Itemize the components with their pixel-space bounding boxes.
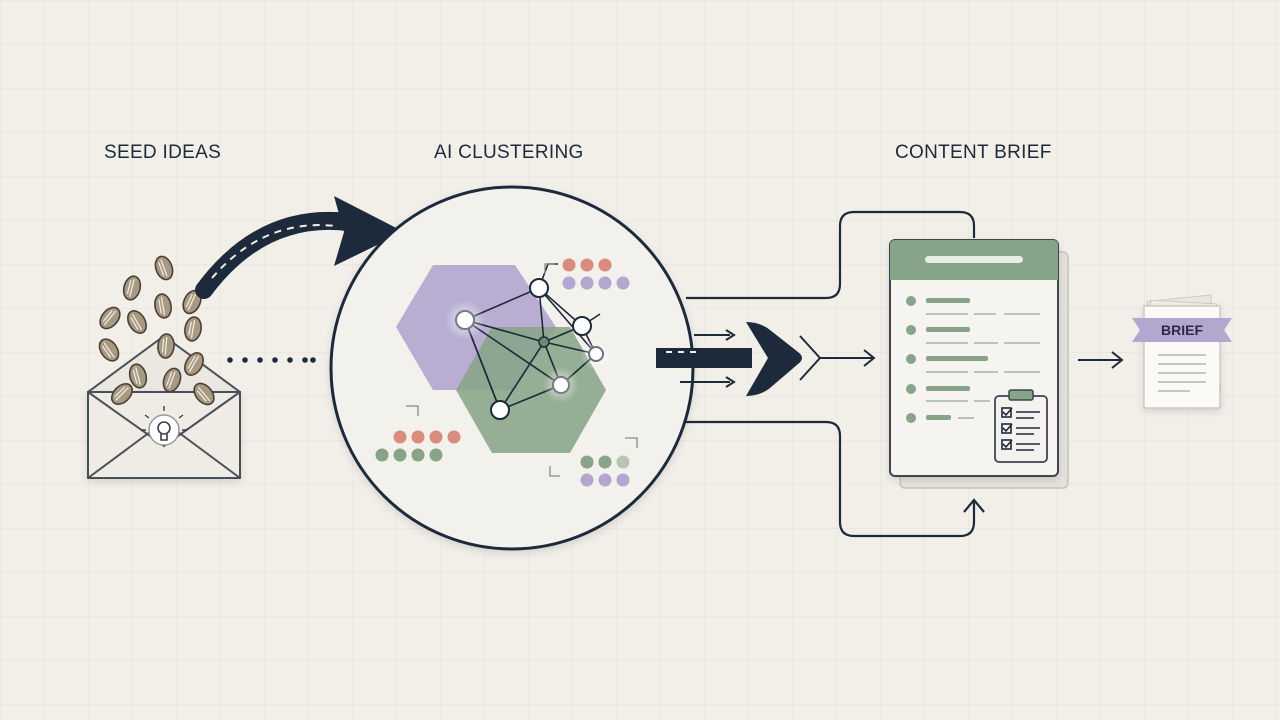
arrow-right-icon — [656, 322, 876, 396]
seed-icon — [122, 275, 142, 301]
checklist-icon — [994, 389, 1048, 463]
brief-document-icon — [1132, 294, 1232, 409]
seed-icon — [111, 383, 133, 405]
network-nodes — [445, 278, 612, 420]
brief-tag: BRIEF — [1161, 322, 1203, 338]
seed-icon — [154, 255, 174, 281]
lightbulb-icon — [141, 406, 187, 446]
dot-group-left — [375, 405, 461, 462]
branch-connector-bottom — [686, 420, 985, 538]
seed-icon — [99, 306, 121, 330]
green-cluster — [456, 327, 606, 453]
output-arrow-icon — [1078, 351, 1124, 369]
dotted-connector — [227, 357, 316, 363]
seed-icon — [127, 310, 147, 334]
ai-clustering-label: AI CLUSTERING — [434, 142, 584, 163]
content-brief-label: CONTENT BRIEF — [895, 142, 1052, 163]
branch-connector-top — [686, 210, 976, 300]
seed-icon — [154, 293, 172, 319]
dot-group-bottom-right — [549, 437, 638, 487]
seed-icon — [184, 316, 202, 342]
seed-icon — [157, 333, 175, 359]
dot-group-top-right — [544, 258, 630, 290]
seed-icon — [184, 352, 204, 376]
seed-icon — [162, 367, 182, 393]
curved-arrow-icon — [195, 196, 404, 299]
seed-icon — [128, 363, 148, 389]
seed-icon — [193, 382, 215, 406]
seed-ideas-label: SEED IDEAS — [104, 142, 222, 163]
seed-icon — [98, 338, 120, 362]
